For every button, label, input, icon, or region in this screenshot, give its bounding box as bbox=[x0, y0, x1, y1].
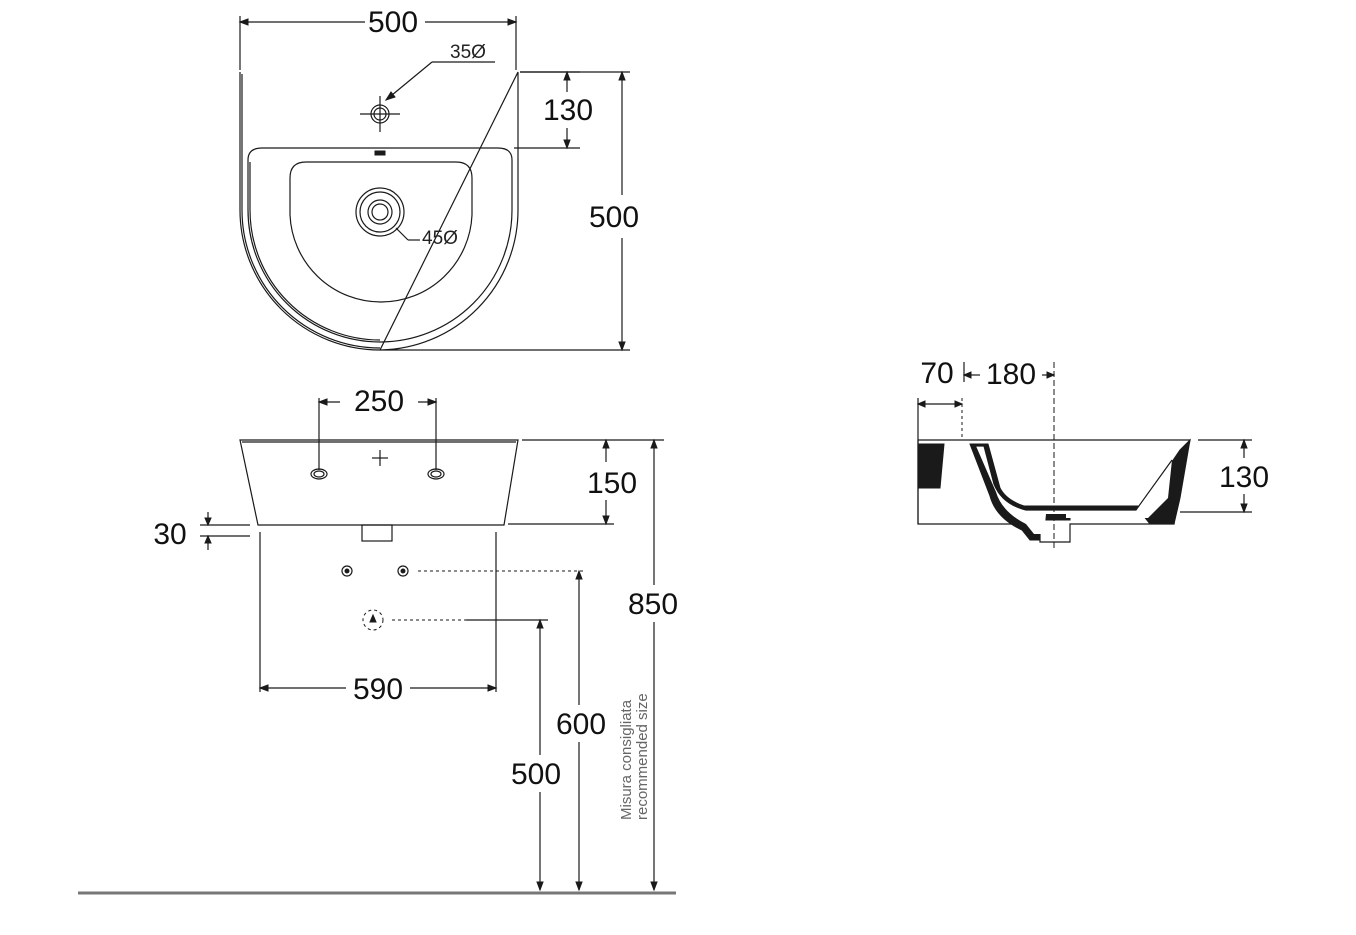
label-tap-hole-diameter: 35Ø bbox=[450, 42, 486, 63]
label-side-height: 130 bbox=[1219, 461, 1269, 494]
dimension-tap-spacing: 250 bbox=[317, 385, 438, 470]
recommended-size-note: Misura consigliata recommended size bbox=[618, 693, 651, 820]
label-rim-thickness: 30 bbox=[153, 518, 186, 551]
basin-section-wall-left bbox=[917, 443, 945, 489]
basin-outer-outline bbox=[239, 71, 519, 351]
tap-hole-icon bbox=[360, 96, 400, 132]
label-fixing-height: 600 bbox=[556, 708, 606, 741]
dimension-bowl-height: 150 bbox=[508, 438, 664, 526]
dimension-rim-thickness: 30 bbox=[153, 512, 250, 551]
label-bracket-width: 590 bbox=[353, 673, 403, 706]
label-depth: 500 bbox=[589, 201, 639, 234]
basin-front-outline bbox=[239, 439, 519, 526]
waste-connection-icon bbox=[362, 609, 384, 631]
label-tap-offset: 130 bbox=[543, 94, 593, 127]
dimension-bracket-width: 590 bbox=[258, 532, 498, 706]
side-view: 70 180 130 bbox=[916, 357, 1269, 548]
top-view: 500 35Ø 45Ø 130 bbox=[238, 6, 639, 352]
dimension-top-depth: 500 bbox=[418, 70, 639, 352]
dimension-tap-offset: 130 bbox=[514, 70, 593, 150]
label-wall-offset: 70 bbox=[920, 357, 953, 390]
label-drain-offset: 180 bbox=[986, 358, 1036, 391]
waste-outlet bbox=[361, 524, 393, 542]
label-install-height: 850 bbox=[628, 588, 678, 621]
dimension-wall-offset: 70 bbox=[916, 357, 964, 408]
dimension-top-width: 500 bbox=[238, 6, 518, 70]
basin-rim-outline bbox=[247, 147, 513, 343]
label-drain-height: 500 bbox=[511, 758, 561, 791]
label-drain-diameter: 45Ø bbox=[422, 228, 458, 249]
bowl-outline bbox=[289, 161, 473, 303]
bracket-fixing-right-icon bbox=[397, 565, 409, 577]
dimension-drain-diameter: 45Ø bbox=[395, 227, 458, 249]
label-bowl-height: 150 bbox=[587, 467, 637, 500]
note-italian: Misura consigliata bbox=[618, 699, 635, 820]
drain-icon bbox=[355, 187, 405, 237]
bracket-fixing-left-icon bbox=[341, 565, 353, 577]
note-english: recommended size bbox=[634, 693, 651, 820]
label-tap-spacing: 250 bbox=[354, 385, 404, 418]
dimension-side-height: 130 bbox=[1180, 438, 1269, 514]
label-width: 500 bbox=[368, 6, 418, 39]
front-view: 250 150 30 bbox=[78, 385, 678, 895]
dimension-drain-height: 500 bbox=[511, 618, 561, 892]
dimension-tap-hole-diameter: 35Ø bbox=[384, 42, 495, 101]
dimension-install-height: 850 bbox=[628, 438, 678, 892]
dimension-drain-offset: 180 bbox=[962, 358, 1056, 391]
overflow-slot bbox=[374, 150, 386, 156]
dimension-fixing-height: 600 bbox=[556, 569, 606, 892]
